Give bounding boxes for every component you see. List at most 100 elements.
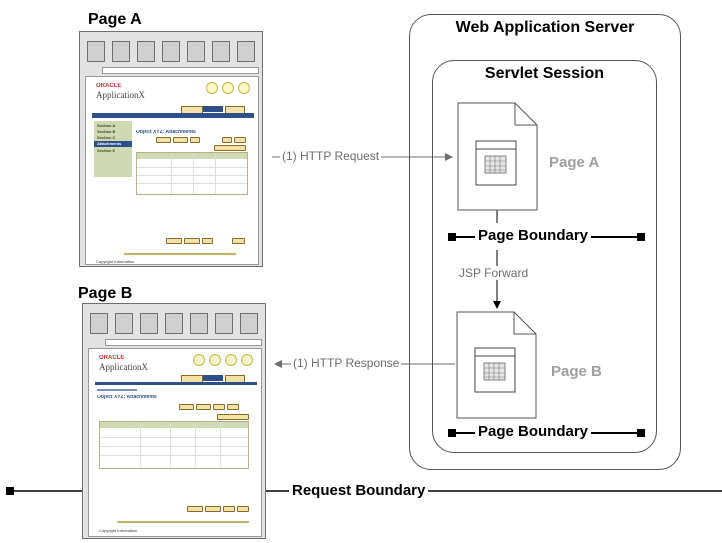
side-nav-item: Section A [97, 124, 116, 128]
document-icon [458, 103, 537, 210]
browser-button-icon [187, 41, 205, 62]
table-header [100, 422, 248, 428]
servlet-session [432, 60, 657, 453]
add-attachment-button [214, 145, 246, 151]
table-row-divider [137, 167, 247, 168]
session-page-b-label: Page B [551, 363, 602, 380]
table-col-divider [215, 153, 216, 194]
global-icon [193, 354, 205, 366]
app-name: ApplicationX [96, 90, 145, 100]
session-page-a-label: Page A [549, 154, 600, 171]
page-b-thumbnail: ORACLE ApplicationX Object XYZ: Attachme… [82, 303, 266, 539]
mini-button [205, 506, 221, 512]
table-row-divider [100, 455, 248, 456]
http-response-label: (1) HTTP Response [291, 356, 402, 370]
table-row-divider [137, 183, 247, 184]
mini-button [179, 404, 194, 410]
mini-button [190, 137, 200, 143]
side-nav-item: Section B [97, 130, 116, 134]
global-icon [225, 354, 237, 366]
side-nav [94, 121, 132, 177]
mini-button [223, 506, 235, 512]
browser-button-icon [137, 41, 155, 62]
mini-button [213, 404, 225, 410]
request-boundary-label: Request Boundary [289, 482, 429, 499]
footer-links [117, 521, 249, 523]
mini-button [173, 137, 188, 143]
page-boundary-endcap-right-1 [637, 233, 645, 241]
jsp-forward-label: JSP Forward [457, 266, 531, 280]
session-title: Servlet Session [484, 65, 605, 82]
browser-button-icon [90, 313, 108, 334]
page-b-title: Page B [78, 285, 133, 302]
content-heading: Object XYZ: Attachments [97, 395, 157, 400]
global-icon [241, 354, 253, 366]
side-nav-selected [94, 141, 132, 147]
global-icon [209, 354, 221, 366]
mini-button [184, 238, 200, 244]
mini-button [227, 404, 239, 410]
page-boundary-label-1: Page Boundary [475, 227, 592, 244]
app-name: ApplicationX [99, 362, 148, 372]
global-icon [222, 82, 234, 94]
document-icon [457, 312, 536, 418]
table-col-divider [171, 153, 172, 194]
global-icon [238, 82, 250, 94]
oracle-logo: ORACLE [99, 355, 125, 361]
side-nav-item-selected: Attachments [97, 142, 122, 146]
content-heading: Object XYZ: Attachments [136, 130, 196, 135]
mini-button [234, 137, 246, 143]
table-col-divider [193, 153, 194, 194]
page-a-screen: ORACLE ApplicationX Section A Section B … [85, 76, 259, 265]
table-col-divider [195, 422, 196, 468]
address-bar [105, 339, 262, 346]
browser-button-icon [87, 41, 105, 62]
browser-button-icon [162, 41, 180, 62]
table-header [137, 153, 247, 159]
table-col-divider [220, 422, 221, 468]
global-nav-bar [95, 382, 257, 385]
side-nav-item: Section C [97, 136, 116, 140]
mini-button [202, 238, 213, 244]
server-title: Web Application Server [455, 19, 635, 36]
global-nav-bar [92, 113, 254, 118]
table-row-divider [137, 175, 247, 176]
attachments-table [99, 421, 249, 469]
mini-button [232, 238, 245, 244]
mini-button [156, 137, 171, 143]
http-request-label: (1) HTTP Request [280, 149, 382, 163]
browser-button-icon [112, 41, 130, 62]
address-bar [102, 67, 259, 74]
table-col-divider [170, 422, 171, 468]
page-b-screen: ORACLE ApplicationX Object XYZ: Attachme… [88, 348, 262, 537]
page-a-title: Page A [88, 11, 142, 28]
copyright: Copyright Information [99, 529, 138, 533]
table-col-divider [140, 422, 141, 468]
page-a-thumbnail: ORACLE ApplicationX Section A Section B … [79, 31, 263, 267]
oracle-logo: ORACLE [96, 83, 122, 89]
mini-button [187, 506, 203, 512]
page-boundary-endcap-left-1 [448, 233, 456, 241]
mini-button [222, 137, 232, 143]
browser-button-icon [215, 313, 233, 334]
tab-active [203, 375, 223, 381]
browser-button-icon [165, 313, 183, 334]
page-boundary-label-2: Page Boundary [475, 423, 592, 440]
global-icon [206, 82, 218, 94]
add-attachment-button [217, 414, 249, 420]
web-application-server [409, 14, 681, 470]
browser-button-icon [190, 313, 208, 334]
browser-button-icon [237, 41, 255, 62]
request-boundary-endcap-left [6, 487, 14, 495]
table-row-divider [100, 437, 248, 438]
mini-button [166, 238, 182, 244]
tab-active [203, 106, 223, 112]
browser-button-icon [240, 313, 258, 334]
browser-button-icon [140, 313, 158, 334]
attachments-table [136, 152, 248, 195]
mini-button [237, 506, 249, 512]
browser-button-icon [115, 313, 133, 334]
breadcrumb [97, 389, 137, 391]
mini-button [196, 404, 211, 410]
copyright: Copyright Information [96, 260, 135, 264]
